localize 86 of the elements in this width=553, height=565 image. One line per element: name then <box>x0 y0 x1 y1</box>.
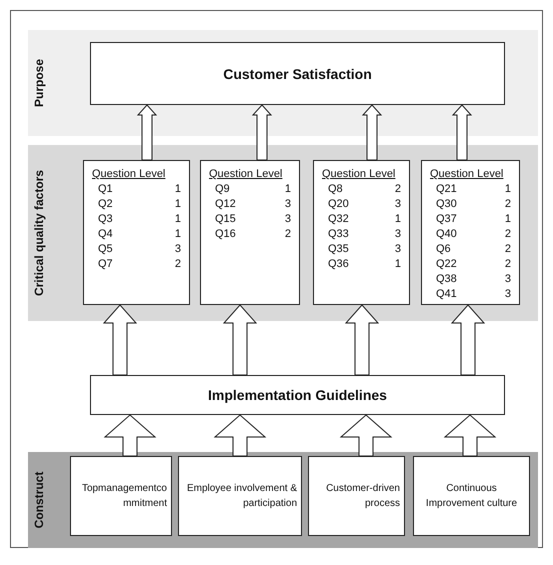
question-cell-text: Q6 <box>435 242 452 257</box>
process-box <box>90 42 505 105</box>
level-cell: 1 <box>174 197 181 212</box>
level-cell: 3 <box>394 227 401 242</box>
level-cell: 2 <box>284 227 291 242</box>
construct-label: Customer-driven process <box>325 482 400 511</box>
box-title: Customer Satisfaction <box>223 66 372 82</box>
level-cell: 1 <box>394 212 401 227</box>
question-cell-text: Q2 <box>97 197 114 212</box>
level-cell: 1 <box>174 212 181 227</box>
level-cell: 3 <box>504 272 511 287</box>
block-arrow <box>340 414 392 456</box>
block-arrow <box>222 304 258 376</box>
question-cell-text: Q9 <box>214 182 231 197</box>
question-table-box <box>313 160 410 305</box>
section-label: Purpose <box>31 58 47 110</box>
construct-box <box>308 456 405 536</box>
level-cell: 1 <box>504 182 511 197</box>
level-cell: 3 <box>394 242 401 257</box>
question-cell-text: Q1 <box>97 182 114 197</box>
question-cell-text: Q12 <box>214 197 237 212</box>
question-cell-text: Q3 <box>97 212 114 227</box>
section-label: Construct <box>31 470 47 530</box>
level-cell: 1 <box>174 182 181 197</box>
question-cell-text: Q33 <box>327 227 350 242</box>
construct-label: Continuous Improvement culture <box>424 482 518 511</box>
level-cell: 2 <box>504 197 511 212</box>
question-cell-text: Q35 <box>327 242 350 257</box>
construct-box <box>413 456 530 536</box>
block-arrow <box>252 104 272 160</box>
block-arrow <box>104 414 156 456</box>
question-cell-text: Q30 <box>435 197 458 212</box>
block-arrow <box>344 304 380 376</box>
level-cell: 1 <box>174 227 181 242</box>
process-box <box>90 375 505 415</box>
level-cell: 1 <box>284 182 291 197</box>
box-title: Implementation Guidelines <box>208 387 387 403</box>
level-cell: 2 <box>504 242 511 257</box>
question-cell-text: Q22 <box>435 257 458 272</box>
question-cell-text: Q16 <box>214 227 237 242</box>
level-cell: 3 <box>284 212 291 227</box>
construct-label: Employee involvement & participation <box>186 482 297 511</box>
construct-box <box>70 456 172 536</box>
block-arrow <box>450 304 486 376</box>
section-label: Critical quality factors <box>31 168 47 298</box>
block-arrow <box>444 414 496 456</box>
level-cell: 1 <box>394 257 401 272</box>
question-cell-text: Q41 <box>435 287 458 302</box>
construct-box <box>178 456 302 536</box>
level-cell: 2 <box>504 257 511 272</box>
level-cell: 3 <box>284 197 291 212</box>
question-cell-text: Q40 <box>435 227 458 242</box>
level-cell: 2 <box>504 227 511 242</box>
construct-label: Topmanagementco mmitment <box>80 482 167 511</box>
question-cell-text: Q5 <box>97 242 114 257</box>
question-table-box <box>421 160 520 305</box>
question-cell-text: Q37 <box>435 212 458 227</box>
level-cell: 3 <box>504 287 511 302</box>
level-cell: 2 <box>394 182 401 197</box>
question-cell-text: Q38 <box>435 272 458 287</box>
question-cell-text: Q15 <box>214 212 237 227</box>
level-cell: 3 <box>174 242 181 257</box>
block-arrow <box>136 104 158 160</box>
block-arrow <box>362 104 382 160</box>
section-band <box>28 452 538 548</box>
level-cell: 3 <box>394 197 401 212</box>
table-header: Question Level <box>209 167 284 182</box>
table-header: Question Level <box>322 167 396 182</box>
level-cell: 2 <box>174 257 181 272</box>
question-table-box <box>200 160 300 305</box>
question-cell-text: Q4 <box>97 227 114 242</box>
block-arrow <box>102 304 138 376</box>
section-band <box>28 30 538 136</box>
section-band <box>28 145 538 321</box>
question-cell-text: Q36 <box>327 257 350 272</box>
block-arrow <box>452 104 472 160</box>
question-cell-text: Q21 <box>435 182 458 197</box>
question-table-box <box>83 160 190 305</box>
question-cell-text: Q8 <box>327 182 344 197</box>
question-cell-text: Q7 <box>97 257 114 272</box>
block-arrow <box>214 414 266 456</box>
table-header: Question Level <box>430 167 504 182</box>
level-cell: 1 <box>504 212 511 227</box>
question-cell-text: Q32 <box>327 212 350 227</box>
table-header: Question Level <box>92 167 166 182</box>
question-cell-text: Q20 <box>327 197 350 212</box>
